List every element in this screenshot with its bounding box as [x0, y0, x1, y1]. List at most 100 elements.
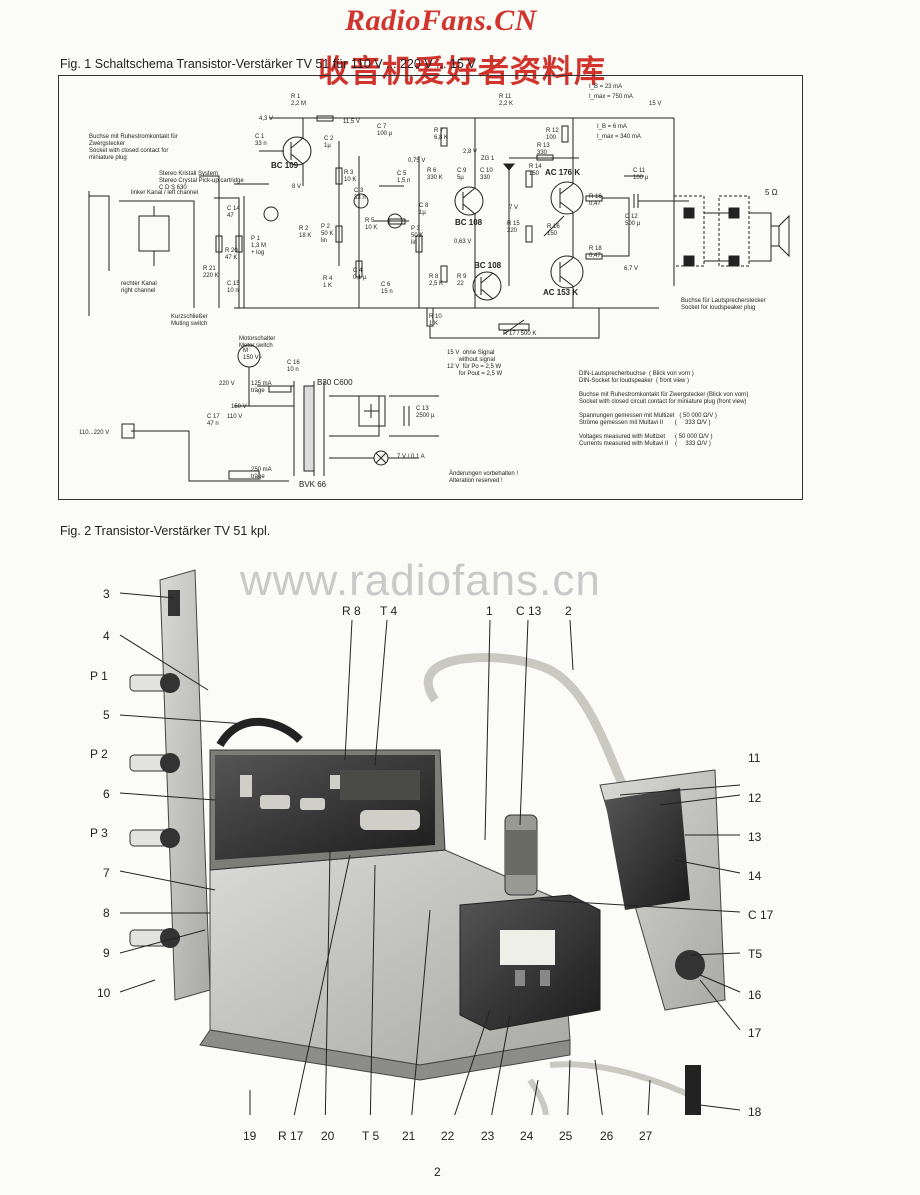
alteration-note: Änderungen vorbehalten ! Alteration rese… — [449, 471, 519, 484]
comp-r18: R 18 0,47 — [589, 246, 602, 259]
comp-r20: R 20 47 K — [225, 248, 238, 261]
comp-r21: R 21 220 K — [203, 266, 219, 279]
comp-r9: R 9 22 — [457, 274, 467, 287]
fuse-250ma: 250 mA träge — [251, 467, 272, 480]
callout-1: 1 — [486, 604, 493, 618]
comp-r11: R 11 2,2 K — [499, 94, 514, 107]
voltage-0-75: 0,75 V — [408, 158, 426, 164]
comp-p3: P 3 50 K lin — [411, 226, 424, 246]
callout-10: 10 — [97, 986, 111, 1000]
comp-r14: R 14 150 — [529, 164, 542, 177]
comp-r16-pot: R 16 150 — [547, 224, 560, 237]
transistor-bc108-b: BC 108 — [474, 261, 502, 270]
comp-r6: R 6 330 K — [427, 168, 443, 181]
comp-r8: R 8 2,5 K — [429, 274, 444, 287]
callout-14: 14 — [748, 869, 762, 883]
left-channel-label: linker Kanal / left channel — [131, 190, 199, 196]
rectifier-b30c600: B30 C600 — [317, 378, 353, 387]
comp-r3: R 3 10 K — [344, 170, 357, 183]
comp-r1: R 1 2,2 M — [291, 94, 307, 107]
callout-p3: P 3 — [90, 826, 108, 840]
comp-c10: C 10 330 — [480, 168, 493, 181]
voltage-2-8: 2,8 V — [463, 149, 478, 155]
comp-r10: R 10 1 K — [429, 314, 442, 327]
schematic-frame: Buchse mit Ruhestromkontakt für Zwergste… — [58, 75, 803, 500]
callout-9: 9 — [103, 946, 110, 960]
comp-r2: R 2 18 K — [299, 226, 312, 239]
comp-c3: C 3 33 n — [354, 188, 366, 201]
tap-150v: 150 V — [231, 404, 247, 410]
callout-3: 3 — [103, 587, 110, 601]
comp-c1: C 1 33 n — [255, 134, 267, 147]
transistor-ac176k: AC 176 K — [545, 168, 581, 177]
callout-p2: P 2 — [90, 747, 108, 761]
transistor-bc108-a: BC 108 — [455, 218, 483, 227]
current-imax-340: I_max = 340 mA — [597, 134, 641, 140]
callout-7: 7 — [103, 866, 110, 880]
transformer-bvk66: BVK 66 — [299, 480, 327, 489]
voltage-7: 7 V — [509, 205, 519, 211]
voltage-0-63: 0,63 V — [454, 239, 472, 245]
comp-r5: R 5 10 K — [365, 218, 378, 231]
motor-switch-label: Motorschalter Motor switch — [239, 336, 276, 349]
fig1-caption: Fig. 1 Schaltschema Transistor-Verstärke… — [60, 57, 476, 71]
comp-c9: C 9 5µ — [457, 168, 467, 181]
comp-p1: P 1 1,3 M + log — [251, 236, 267, 256]
transistor-ac153k: AC 153 K — [543, 288, 579, 297]
comp-r4: R 4 1 K — [323, 276, 333, 289]
transistor-bc109: BC 109 — [271, 161, 299, 170]
watermark-site-en: RadioFans.CN — [345, 4, 537, 37]
comp-r16: R 16 0,47 — [589, 194, 602, 207]
callout-27: 27 — [639, 1129, 653, 1143]
comp-c8: C 8 1µ — [419, 203, 429, 216]
legend-block: DIN-Lautsprecherbuchse ( Blick von vorn … — [579, 371, 749, 447]
current-ib-23: I_B = 23 mA — [589, 84, 623, 90]
comp-c6: C 6 15 n — [381, 282, 393, 295]
comp-c17: C 17 47 n — [207, 414, 220, 427]
speaker-socket-label: Buchse für Lautsprecherstecker Socket fo… — [681, 298, 766, 311]
comp-c15: C 15 10 n — [227, 281, 240, 294]
cartridge-label: Stereo Kristall System Stereo Crystal Pi… — [159, 171, 244, 191]
callout-12: 12 — [748, 791, 762, 805]
callout-t5-right: T5 — [748, 947, 763, 961]
callout-13: 13 — [748, 830, 762, 844]
comp-zg1: ZG 1 — [481, 156, 495, 162]
callout-4: 4 — [103, 629, 110, 643]
callout-8: 8 — [103, 906, 110, 920]
comp-r12: R 12 100 — [546, 128, 559, 141]
pilot-lamp: 7 V / 0,1 A — [397, 454, 425, 460]
callout-26: 26 — [600, 1129, 614, 1143]
comp-p2: P 2 50 K lin — [321, 224, 334, 244]
fuse-125ma: 125 mA träge — [251, 381, 272, 394]
callout-r17: R 17 — [278, 1129, 304, 1143]
tap-220v: 220 V — [219, 381, 235, 387]
fig2-caption: Fig. 2 Transistor-Verstärker TV 51 kpl. — [60, 524, 271, 538]
input-notes: Buchse mit Ruhestromkontakt für Zwergste… — [89, 134, 178, 161]
muting-label: Kurzschließer Muting switch — [171, 314, 208, 327]
watermark-site-cn: 收音机爱好者资料库 — [318, 54, 606, 90]
callout-16: 16 — [748, 988, 762, 1002]
voltage-8: 8 V — [292, 184, 302, 190]
callout-6: 6 — [103, 787, 110, 801]
comp-r17: R 17 / 500 K — [503, 331, 537, 337]
callout-t5-bottom: T 5 — [362, 1129, 380, 1143]
right-channel-label: rechter Kanal right channel — [121, 281, 157, 294]
comp-c5: C 5 1,5 n — [397, 171, 411, 184]
callout-24: 24 — [520, 1129, 534, 1143]
callout-c17: C 17 — [748, 908, 774, 922]
comp-r13: R 13 330 — [537, 143, 550, 156]
signal-note: 15 V ohne Signal without signal 12 V für… — [447, 350, 503, 377]
motor-label: M 150 V~ — [243, 348, 263, 361]
current-ib-6: I_B = 6 mA — [597, 124, 627, 130]
comp-c11: C 11 100 µ — [633, 168, 649, 181]
comp-r15: R 15 220 — [507, 221, 520, 234]
callout-18: 18 — [748, 1105, 762, 1119]
comp-c13: C 13 2500 µ — [416, 406, 435, 419]
callout-17: 17 — [748, 1026, 762, 1040]
callout-19: 19 — [243, 1129, 257, 1143]
comp-c14: C 14 47 — [227, 206, 240, 219]
callout-c13: C 13 — [516, 604, 542, 618]
comp-c4: C 4 0,1 µ — [353, 268, 367, 281]
amplifier-photo — [119, 569, 741, 1115]
voltage-11-5: 11,5 V — [343, 119, 360, 125]
